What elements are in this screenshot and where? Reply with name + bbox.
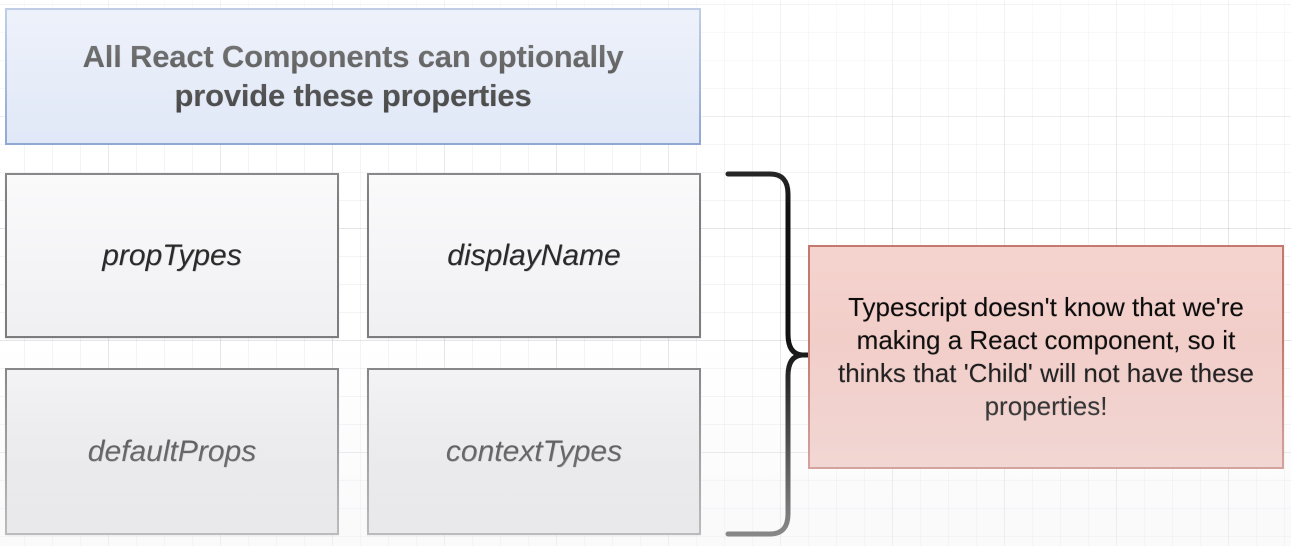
property-box-displayname[interactable]: displayName bbox=[367, 173, 701, 338]
property-box-label: propTypes bbox=[102, 238, 242, 272]
property-box-label: displayName bbox=[447, 238, 621, 272]
annotation-box[interactable]: Typescript doesn't know that we're makin… bbox=[808, 245, 1284, 469]
title-box[interactable]: All React Components can optionally prov… bbox=[5, 8, 701, 145]
property-box-contexttypes[interactable]: contextTypes bbox=[367, 368, 701, 535]
title-box-label: All React Components can optionally prov… bbox=[82, 39, 624, 113]
curly-brace-connector bbox=[725, 171, 816, 537]
property-box-label: defaultProps bbox=[87, 434, 257, 468]
annotation-box-label: Typescript doesn't know that we're makin… bbox=[837, 291, 1255, 422]
property-box-proptypes[interactable]: propTypes bbox=[5, 173, 339, 338]
property-box-defaultprops[interactable]: defaultProps bbox=[5, 368, 339, 535]
property-box-label: contextTypes bbox=[445, 434, 623, 468]
